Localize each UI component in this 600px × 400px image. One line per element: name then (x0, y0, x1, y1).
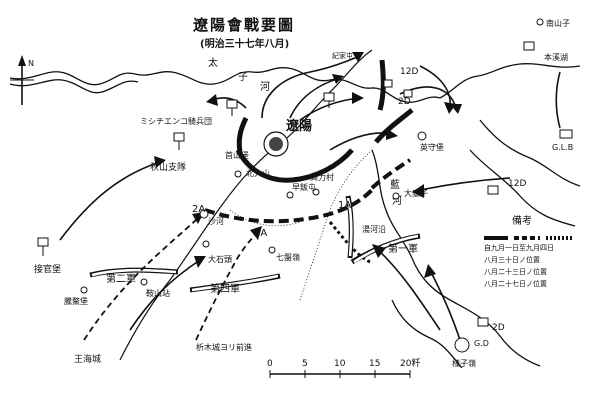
tributary-north (439, 63, 581, 99)
label-wanghaicheng: 王海城 (74, 353, 101, 365)
unit-12d-right: 12D (508, 179, 526, 189)
legend-col1: 八月二十三日ノ位置 (484, 267, 547, 276)
label-anshanzhan: 鞍山站 (146, 288, 170, 298)
russian-line-inner (235, 148, 354, 183)
label-damiyan: 大嶽子 (404, 188, 428, 198)
unit-army1: 第一軍 (388, 242, 418, 255)
liaoyang-city (263, 131, 289, 157)
label-yingshouwu: 英守堡 (420, 142, 444, 152)
unit-glb: G.L.B (552, 143, 573, 152)
unit-12d-top: 12D (400, 67, 418, 77)
legend-col2: 八月三十日ノ位置 (484, 255, 540, 264)
road-2 (229, 209, 301, 227)
legend-col2b: 自九月一日至九月四日 (484, 243, 554, 252)
legend-title: 備考 (512, 214, 532, 227)
unit-gd: G.D (474, 339, 489, 348)
label-zaoguntun: 早飯屯 (292, 182, 316, 192)
unit-2d-top: 2D (398, 97, 411, 107)
unit-army4: 第四軍 (210, 282, 240, 295)
map-title: 遼陽會戰要圖 (193, 16, 295, 34)
north-arrow-icon (10, 55, 34, 105)
label-gaolicun: 高力村 (310, 172, 334, 182)
unit-army2: 第二軍 (106, 272, 136, 285)
label-benxihu: 本溪湖 (544, 52, 568, 62)
unit-symbols (37, 41, 573, 327)
scale-tick-0: 0 (267, 359, 273, 369)
label-beidashan: 北大山 (246, 168, 270, 178)
label-yaoshan: 南山子 (546, 18, 570, 28)
label-taizi-3: 河 (260, 81, 270, 93)
russian-line-east (374, 108, 414, 144)
unit-1a: 1A (338, 200, 351, 211)
lanhe-river-west (391, 299, 463, 369)
label-lanhe-2: 河 (392, 195, 402, 207)
taizi-river (9, 67, 441, 103)
russian-line-west (236, 116, 249, 153)
taizi-river-south-bank (9, 79, 139, 94)
japanese-advance-arrows (59, 65, 561, 341)
scale-tick-2: 10 (334, 359, 346, 369)
label-dayedangpu: 大石頭 (208, 254, 232, 264)
label-taizi-1: 太 (208, 56, 218, 69)
label-taizi-2: 子 (238, 71, 248, 83)
place-markers (80, 18, 544, 353)
label-xizi: ミシチエンコ騎兵団 (140, 116, 212, 126)
label-qixiangling: 七盤嶺 (276, 252, 300, 262)
north-mark: N (28, 59, 34, 68)
russian-retreat-arrows (206, 52, 462, 151)
label-tengao: 騰鰲堡 (64, 296, 88, 306)
label-zhizichai: 紀家屯 (332, 51, 353, 60)
label-shahe: 沙河 (208, 216, 224, 226)
unit-2d-bottom: 2D (492, 323, 505, 333)
label-lanhe-1: 藍 (390, 178, 400, 191)
scale-tick-1: 5 (302, 359, 308, 369)
scale-tick-4: 20粁 (400, 357, 420, 369)
label-shoushanpu: 首山堡 (225, 150, 249, 160)
lanhe-river (371, 149, 541, 367)
label-bazijiang: 樣子嶺 (452, 358, 476, 368)
japanese-positions (89, 158, 421, 293)
scale-bar: 0 5 10 15 20粁 (267, 357, 420, 378)
unit-2a: 2A (192, 204, 205, 215)
scale-tick-3: 15 (369, 359, 380, 369)
russian-line-northeast (377, 59, 386, 111)
label-jiguanbao: 接官堡 (34, 263, 61, 275)
label-tangheyan: 湯河沿 (362, 224, 386, 234)
label-xiaoeqiao: 析木城ヨリ前進 (196, 342, 252, 352)
legend-col3: 八月二十七日ノ位置 (484, 279, 547, 288)
label-qiushan: 秋山支隊 (150, 161, 186, 173)
east-stream (479, 119, 581, 187)
unit-4a: 4A (254, 228, 267, 239)
label-liaoyang: 遼陽 (286, 118, 312, 134)
east-stream-2 (469, 149, 576, 227)
map-subtitle: (明治三十七年八月) (200, 37, 289, 50)
legend: 備考 自九月一日至九月四日 八月三十日ノ位置 八月二十三日ノ位置 八月二十七日ノ… (484, 214, 572, 288)
